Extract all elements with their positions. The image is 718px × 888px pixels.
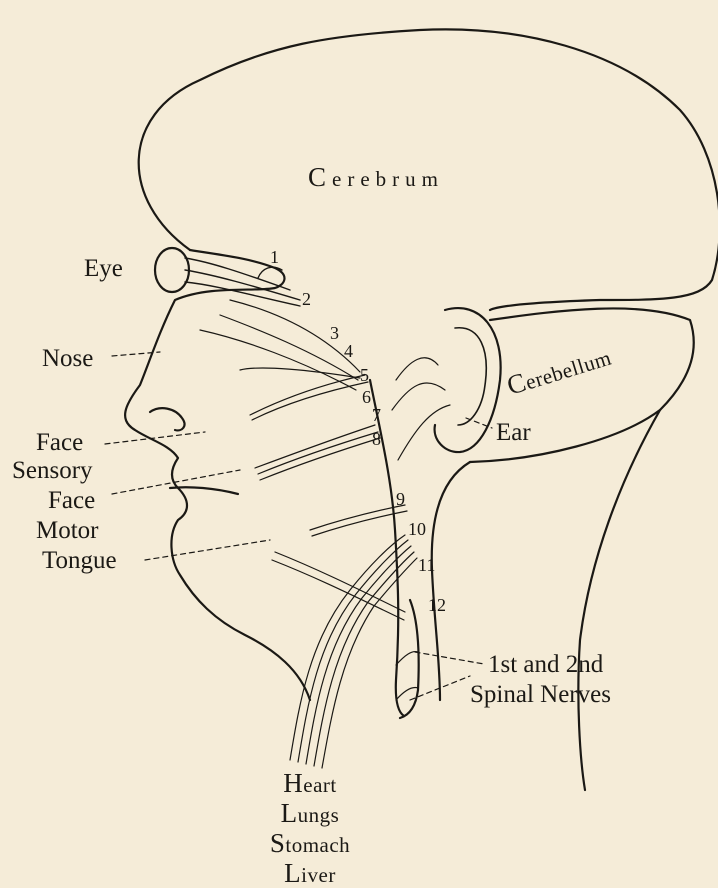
face-sensory-label-line2: Sensory xyxy=(12,458,93,483)
nostril xyxy=(150,408,184,430)
viscera-lungs: Lungs xyxy=(220,800,400,827)
brow-nerve-1 xyxy=(258,267,282,278)
neck-back-line xyxy=(432,462,470,700)
nerve-number-4: 4 xyxy=(344,342,353,360)
nerve-number-1: 1 xyxy=(270,248,279,266)
viscera-liver: Liver xyxy=(220,860,400,887)
cerebrum-label: Cerebrum xyxy=(308,164,444,191)
face-motor-label-line1: Face xyxy=(48,488,95,513)
nerve-number-8: 8 xyxy=(372,430,381,448)
nerve-number-2: 2 xyxy=(302,290,311,308)
spinal-nerves-label-line2: Spinal Nerves xyxy=(470,682,611,707)
nerve-number-3: 3 xyxy=(330,324,339,342)
nerve-number-9: 9 xyxy=(396,490,405,508)
ear-inner xyxy=(455,328,486,425)
nose-label: Nose xyxy=(42,346,93,371)
eyeball xyxy=(155,248,189,292)
face-motor-label-line2: Motor xyxy=(36,518,99,543)
viscera-stomach: Stomach xyxy=(220,830,400,857)
nerve-number-12: 12 xyxy=(428,596,446,614)
viscera-heart: Heart xyxy=(220,770,400,797)
nerve-number-5: 5 xyxy=(360,366,369,384)
nerve-number-6: 6 xyxy=(362,388,371,406)
neck-back-line-outer xyxy=(578,410,660,790)
eye-label: Eye xyxy=(84,256,123,281)
ear-label: Ear xyxy=(496,420,531,445)
nerve-number-11: 11 xyxy=(418,556,435,574)
spinal-nerves-label-line1: 1st and 2nd xyxy=(488,652,603,677)
tongue-label: Tongue xyxy=(42,548,117,573)
spinal-column xyxy=(400,600,419,718)
nerve-number-10: 10 xyxy=(408,520,426,538)
nerve-number-7: 7 xyxy=(372,406,381,424)
face-sensory-label-line1: Face xyxy=(36,430,83,455)
